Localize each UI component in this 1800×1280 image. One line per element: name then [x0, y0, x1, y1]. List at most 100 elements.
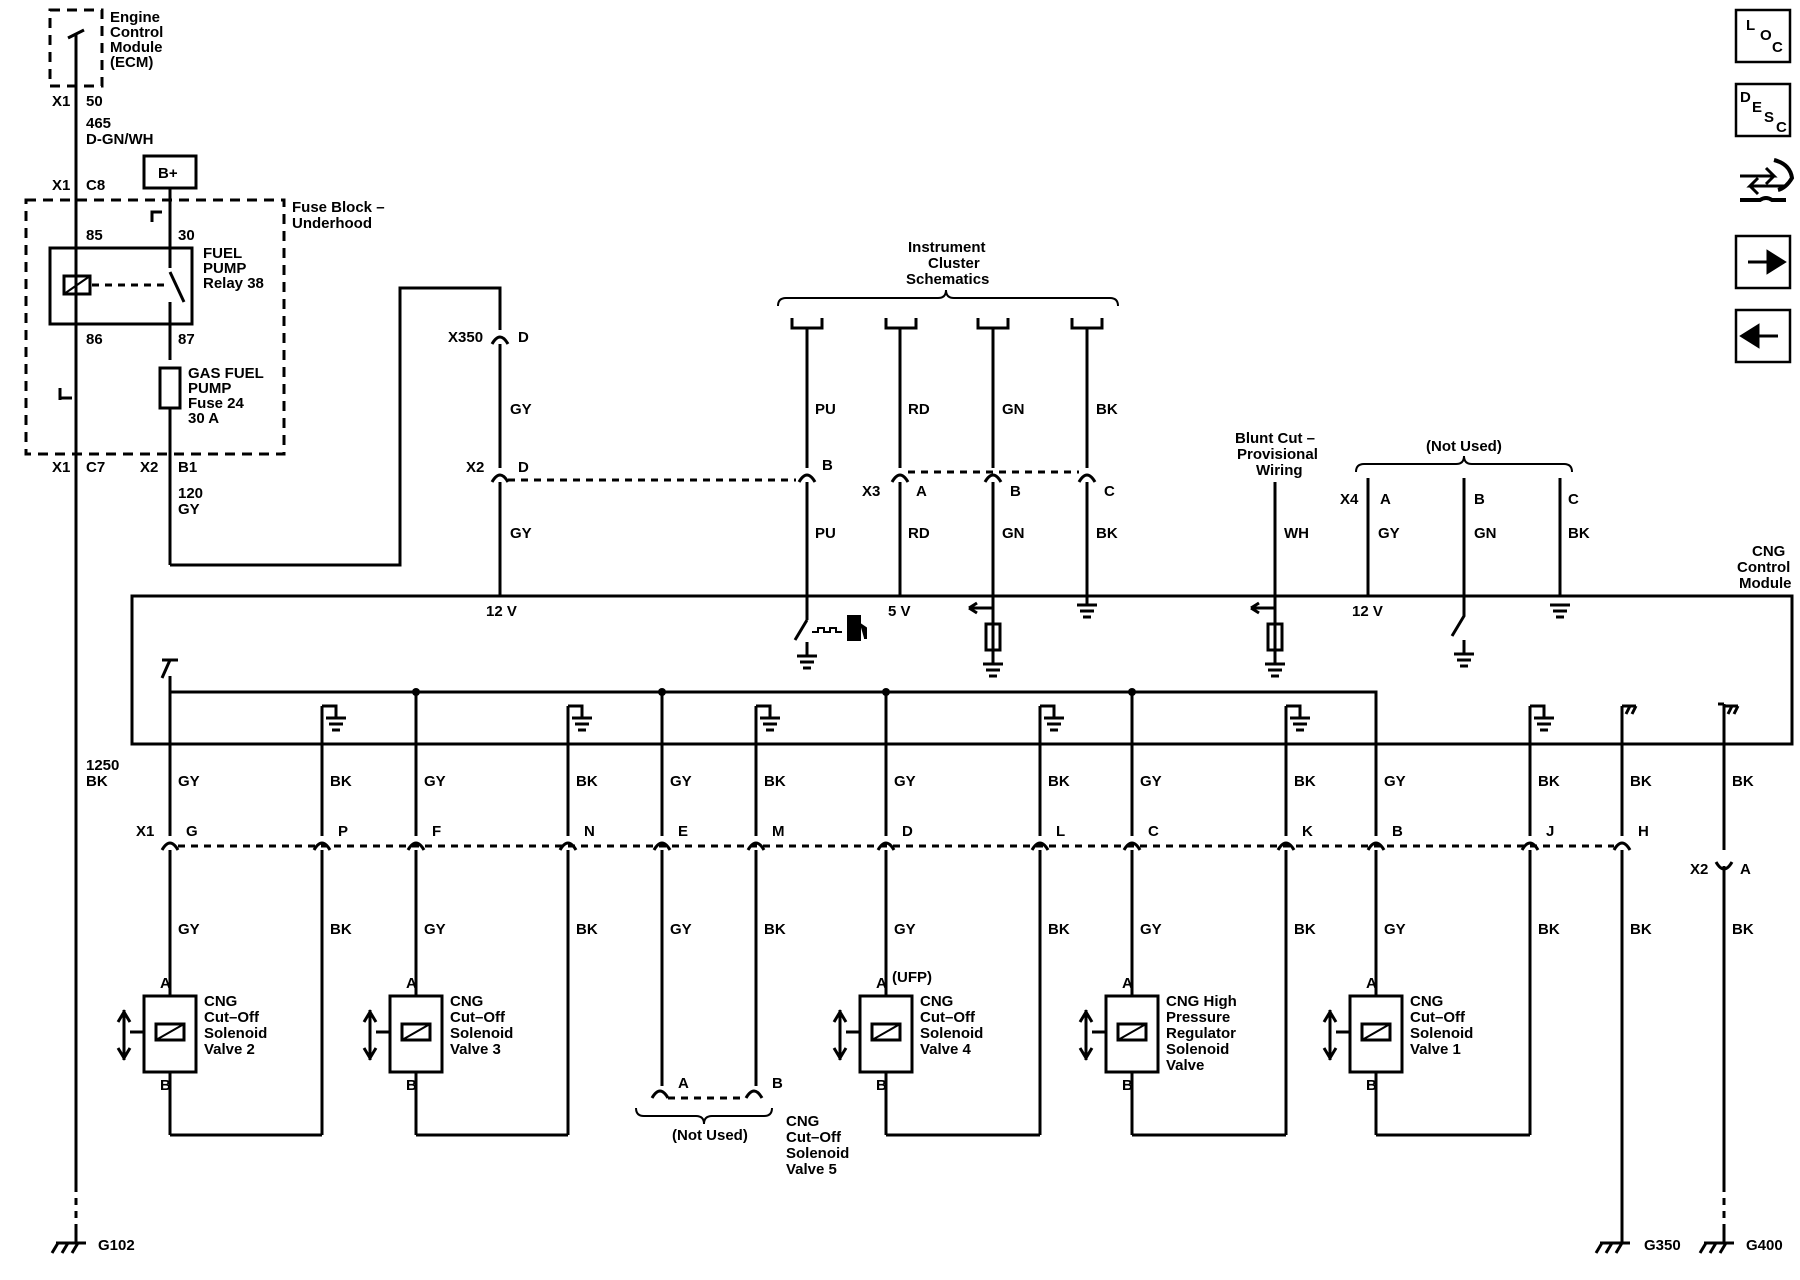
svg-text:465: 465 — [86, 115, 111, 132]
svg-text:PU: PU — [815, 401, 836, 418]
solenoid-valve-body — [858, 994, 914, 1074]
svg-text:B: B — [1122, 1077, 1133, 1094]
switch-ground-icon — [1450, 596, 1474, 668]
x3-c-connector-icon — [1077, 473, 1097, 483]
valve5-brace — [635, 1107, 773, 1125]
svg-text:B: B — [822, 457, 833, 474]
svg-text:X1: X1 — [52, 177, 70, 194]
svg-text:30: 30 — [178, 227, 195, 244]
svg-text:A: A — [160, 975, 171, 992]
wire-color-label: BK — [1048, 773, 1070, 790]
desc-button[interactable]: D E S C — [1734, 82, 1792, 138]
connector-b-icon — [797, 473, 817, 483]
x1-pin-label: J — [1546, 823, 1554, 840]
svg-text:X1: X1 — [52, 93, 70, 110]
wire-color-label: BK — [1538, 773, 1560, 790]
wire-color-label: GY — [424, 921, 446, 938]
fuse-block-box — [24, 198, 286, 456]
x1-pin-label: L — [1056, 823, 1065, 840]
svg-text:GN: GN — [1474, 525, 1497, 542]
valve-flow-icon — [832, 1009, 860, 1061]
wire-color-label: BK — [1294, 773, 1316, 790]
wire-color-label: BK — [330, 921, 352, 938]
ground-g350-icon — [1594, 1241, 1630, 1254]
valve-flow-icon — [1322, 1009, 1350, 1061]
valve-label-line: Cut–Off — [450, 1009, 506, 1026]
solenoid-valve-body — [388, 994, 444, 1074]
svg-text:1250: 1250 — [86, 757, 119, 774]
desc-button-frame[interactable] — [1734, 82, 1792, 138]
solenoid-coil-icon — [154, 1022, 186, 1042]
next-button[interactable] — [1734, 234, 1792, 290]
cluster-terminal-icon — [884, 318, 918, 330]
svg-text:RD: RD — [908, 401, 930, 418]
svg-text:Underhood: Underhood — [292, 215, 372, 232]
valve-flow-icon — [116, 1009, 144, 1061]
svg-text:A: A — [1380, 491, 1391, 508]
ground-icon — [568, 704, 592, 732]
ground-icon — [1550, 603, 1570, 619]
wrench-arrows-icon[interactable] — [1740, 166, 1784, 196]
svg-text:C: C — [1568, 491, 1579, 508]
relay-coil-icon — [62, 274, 92, 296]
x1-connector-icon — [1366, 841, 1386, 851]
x350-connector-icon — [490, 335, 510, 345]
svg-text:C: C — [1776, 119, 1787, 136]
svg-text:12 V: 12 V — [486, 603, 517, 620]
previous-button[interactable] — [1734, 308, 1792, 364]
svg-text:Control: Control — [110, 24, 163, 41]
x1-connector-icon — [1276, 841, 1296, 851]
svg-text:PU: PU — [815, 525, 836, 542]
cluster-brace — [777, 289, 1119, 307]
arrow-left-icon — [1739, 323, 1778, 349]
ground-g102-icon — [50, 1241, 86, 1254]
svg-text:5 V: 5 V — [888, 603, 911, 620]
relay-label: FUEL — [203, 245, 242, 262]
valve-label-line: Solenoid — [204, 1025, 267, 1042]
valve-label-line: Solenoid — [450, 1025, 513, 1042]
arrow-left-icon — [1250, 601, 1275, 615]
solenoid-valve-body — [1348, 994, 1404, 1074]
svg-text:Relay 38: Relay 38 — [203, 275, 264, 292]
wire-color-label: GY — [1140, 773, 1162, 790]
valve-label: CNG — [204, 993, 237, 1010]
x1-pin-label: B — [1392, 823, 1403, 840]
valve-label-line: Cut–Off — [1410, 1009, 1466, 1026]
x1-connector-icon — [1030, 841, 1050, 851]
solenoid-coil-icon — [870, 1022, 902, 1042]
loc-button-frame[interactable] — [1734, 8, 1792, 64]
ground-icon — [1286, 704, 1310, 732]
ground-icon — [1077, 603, 1097, 619]
valve-flow-icon — [1078, 1009, 1106, 1061]
x4-not-used-label: (Not Used) — [1426, 438, 1502, 455]
svg-text:X350: X350 — [448, 329, 483, 346]
wire-color-label: GY — [1384, 773, 1406, 790]
repair-procedure-button[interactable] — [1740, 158, 1795, 202]
fuse-block-label: Fuse Block – — [292, 199, 385, 216]
loc-button[interactable]: L O C — [1734, 8, 1792, 64]
svg-text:D-GN/WH: D-GN/WH — [86, 131, 154, 148]
svg-text:A: A — [916, 483, 927, 500]
x1-pin-label: H — [1638, 823, 1649, 840]
wire-color-label: BK — [1538, 921, 1560, 938]
x1-connector-icon — [1520, 841, 1540, 851]
svg-text:Solenoid: Solenoid — [786, 1145, 849, 1162]
svg-text:L: L — [1746, 17, 1755, 34]
x4-terminals-icon — [1366, 478, 1562, 496]
valve5-label: CNG — [786, 1113, 819, 1130]
svg-text:BK: BK — [1096, 401, 1118, 418]
cng-control-module-frame — [130, 594, 1794, 746]
valve-label-line: Valve — [1166, 1057, 1204, 1074]
fuse-label: GAS FUEL — [188, 365, 264, 382]
svg-text:BK: BK — [1568, 525, 1590, 542]
x1-pin-label: C — [1148, 823, 1159, 840]
solenoid-valve-body — [142, 994, 198, 1074]
x1-pin-label: E — [678, 823, 688, 840]
valve-label-line: Solenoid — [1166, 1041, 1229, 1058]
valve-label-line: Valve 2 — [204, 1041, 255, 1058]
x1-pin-label: M — [772, 823, 785, 840]
valve-label: CNG — [450, 993, 483, 1010]
svg-text:D: D — [518, 329, 529, 346]
svg-text:B: B — [772, 1075, 783, 1092]
